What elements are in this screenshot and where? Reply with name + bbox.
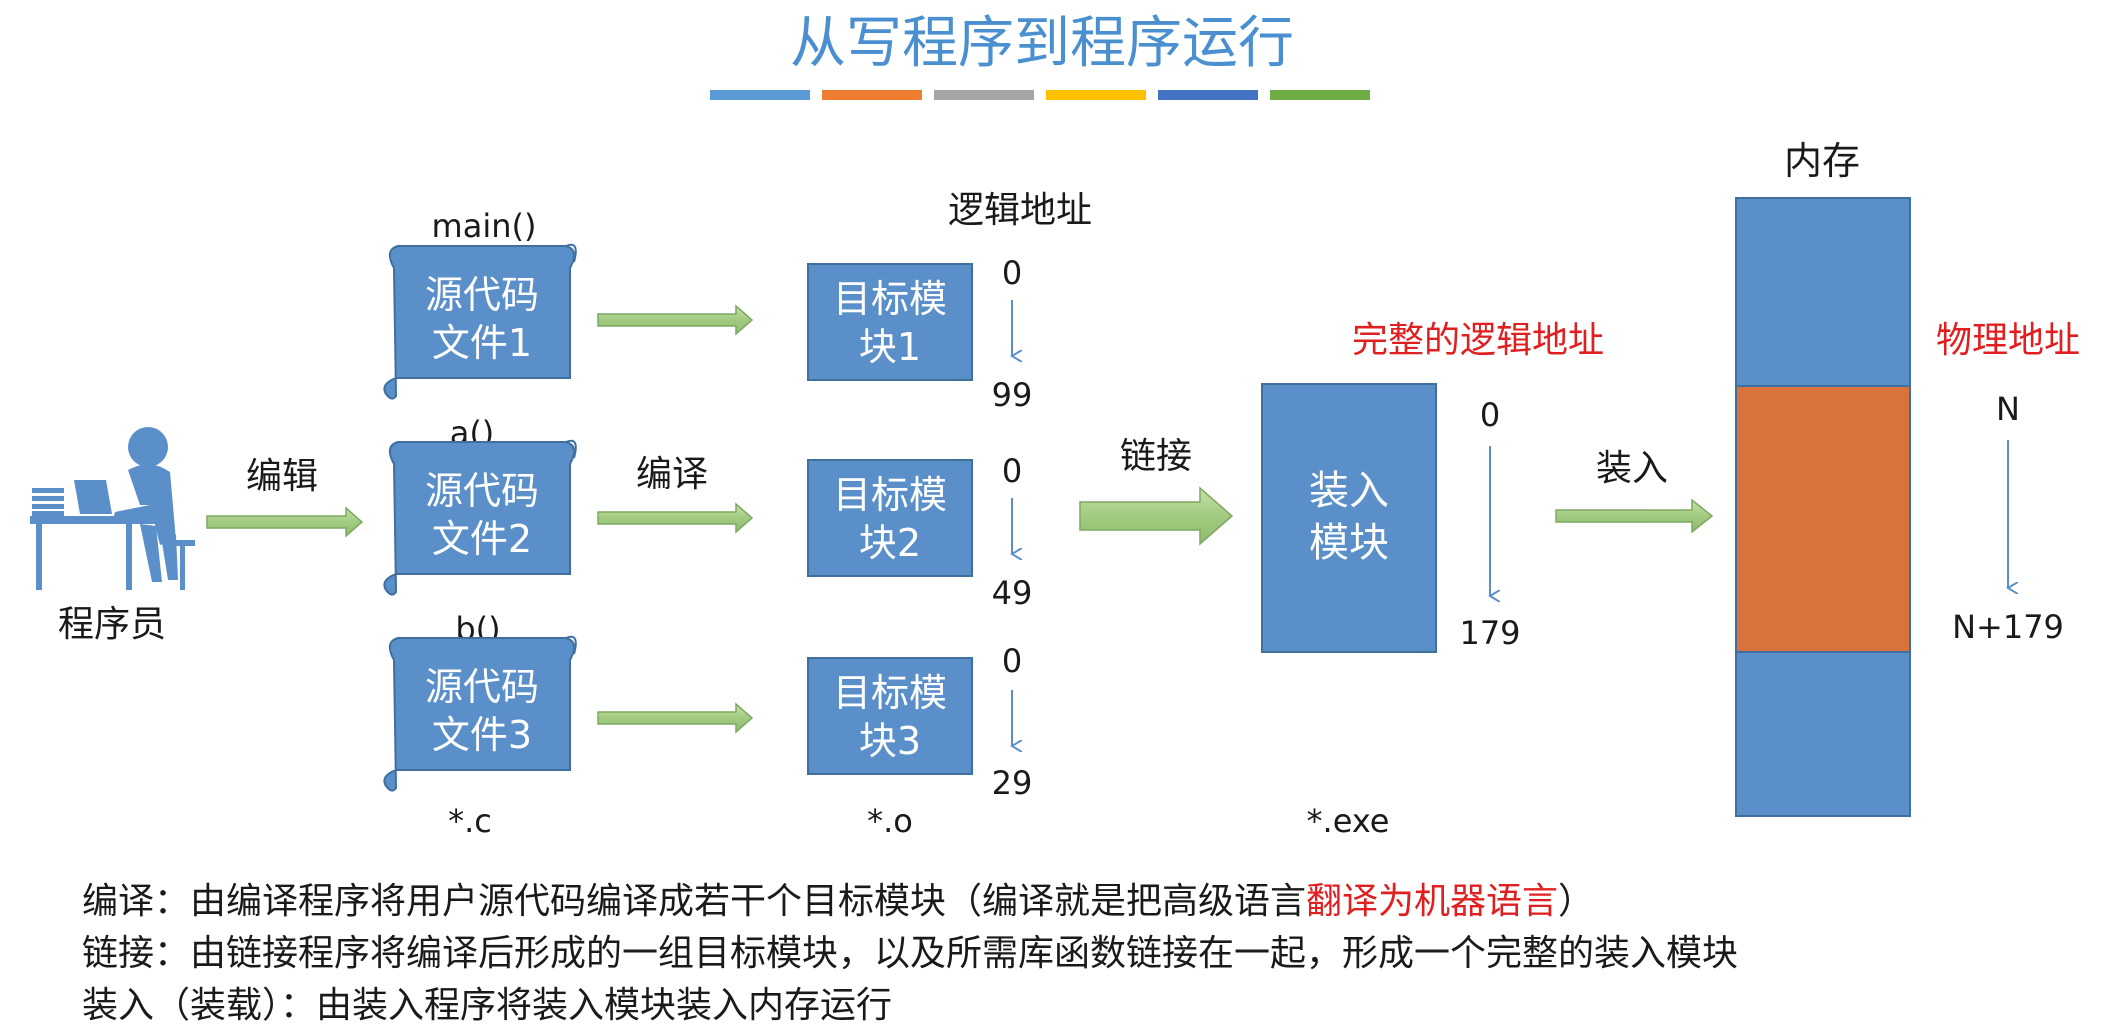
source-file-2-line2: 文件2 bbox=[432, 517, 532, 561]
load-module-end: 179 bbox=[1459, 614, 1520, 652]
object-module-2-line1: 目标模 bbox=[833, 473, 947, 517]
memory-block bbox=[1735, 197, 1911, 817]
edit-label: 编辑 bbox=[246, 456, 318, 497]
source-file-3-scroll bbox=[383, 637, 576, 792]
object-module-3-line1: 目标模 bbox=[833, 671, 947, 715]
source-file-1: main() 源代码 文件1 bbox=[383, 207, 577, 400]
notes: 编译：由编译程序将用户源代码编译成若干个目标模块（编译就是把高级语言翻译为机器语… bbox=[82, 876, 2062, 1032]
ext-c-label: *.c bbox=[448, 802, 492, 840]
ext-o-label: *.o bbox=[867, 802, 913, 840]
object-module-2-line2: 块2 bbox=[859, 521, 921, 565]
physical-address-label: 物理地址 bbox=[1936, 320, 2080, 361]
memory-top-region bbox=[1735, 197, 1911, 387]
title-bar-4 bbox=[1046, 90, 1146, 100]
ext-exe-label: *.exe bbox=[1307, 802, 1390, 840]
note-compile: 编译：由编译程序将用户源代码编译成若干个目标模块（编译就是把高级语言翻译为机器语… bbox=[82, 876, 2062, 928]
compile-arrow-3 bbox=[597, 702, 754, 734]
note-load: 装入（装载）：由装入程序将装入模块装入内存运行 bbox=[82, 985, 893, 1026]
object-module-3-box bbox=[807, 657, 973, 775]
edit-arrow bbox=[206, 506, 364, 538]
note-link: 链接：由链接程序将编译后形成的一组目标模块，以及所需库函数链接在一起，形成一个完… bbox=[82, 933, 1739, 974]
title-bar-6 bbox=[1270, 90, 1370, 100]
object-module-2-start: 0 bbox=[1002, 452, 1022, 490]
source-file-1-line2: 文件1 bbox=[432, 321, 532, 365]
memory-bottom-region bbox=[1735, 651, 1911, 817]
object-module-1-box bbox=[807, 263, 973, 381]
object-module-1-end: 99 bbox=[992, 376, 1033, 414]
note-compile-highlight: 翻译为机器语言 bbox=[1306, 881, 1559, 922]
source-file-3-line2: 文件3 bbox=[432, 713, 532, 757]
memory-loaded-region bbox=[1735, 385, 1911, 653]
title-bar-5 bbox=[1158, 90, 1258, 100]
note-compile-suffix: ） bbox=[1558, 881, 1595, 922]
object-module-3-line2: 块3 bbox=[859, 719, 921, 763]
programmer-label: 程序员 bbox=[58, 604, 166, 645]
load-module-line2: 模块 bbox=[1309, 520, 1389, 566]
object-module-1-line1: 目标模 bbox=[833, 277, 947, 321]
source-file-2: a() 源代码 文件2 bbox=[383, 414, 577, 596]
object-module-2: 目标模 块2 0 49 bbox=[807, 452, 1033, 612]
object-module-1-start: 0 bbox=[1002, 254, 1022, 292]
load-module-box bbox=[1261, 383, 1437, 653]
compile-arrow-1 bbox=[597, 304, 754, 336]
source-file-2-scroll bbox=[383, 441, 576, 596]
object-module-1-line2: 块1 bbox=[859, 325, 921, 369]
load-label: 装入 bbox=[1596, 448, 1668, 489]
object-module-2-box bbox=[807, 459, 973, 577]
load-module-line1: 装入 bbox=[1309, 468, 1389, 514]
link-arrow bbox=[1079, 486, 1234, 546]
source-file-1-line1: 源代码 bbox=[425, 273, 539, 317]
source-file-3-line1: 源代码 bbox=[425, 665, 539, 709]
physical-start: N bbox=[1996, 390, 2020, 428]
source-file-3: b() 源代码 文件3 bbox=[383, 610, 577, 792]
source-file-1-func: main() bbox=[432, 207, 537, 245]
memory-label: 内存 bbox=[1784, 139, 1860, 183]
title-color-bar bbox=[710, 90, 1370, 100]
source-file-1-scroll bbox=[383, 245, 576, 400]
compile-arrow-2 bbox=[597, 502, 754, 534]
note-compile-prefix: 编译：由编译程序将用户源代码编译成若干个目标模块（编译就是把高级语言 bbox=[82, 881, 1307, 922]
load-module: 装入 模块 0 179 bbox=[1261, 383, 1521, 653]
compile-label: 编译 bbox=[636, 454, 708, 495]
object-module-2-end: 49 bbox=[992, 574, 1033, 612]
object-module-3: 目标模 块3 0 29 bbox=[807, 642, 1033, 802]
physical-end: N+179 bbox=[1952, 608, 2064, 646]
object-module-3-start: 0 bbox=[1002, 642, 1022, 680]
load-module-start: 0 bbox=[1480, 396, 1500, 434]
logical-address-label: 逻辑地址 bbox=[948, 190, 1092, 231]
programmer-icon bbox=[30, 427, 195, 590]
complete-logical-address-label: 完整的逻辑地址 bbox=[1352, 320, 1604, 361]
title-bar-3 bbox=[934, 90, 1034, 100]
load-arrow bbox=[1555, 498, 1714, 534]
source-file-2-line1: 源代码 bbox=[425, 469, 539, 513]
title-bar-2 bbox=[822, 90, 922, 100]
link-label: 链接 bbox=[1120, 436, 1192, 477]
page-title: 从写程序到程序运行 bbox=[790, 11, 1294, 76]
title-bar-1 bbox=[710, 90, 810, 100]
object-module-1: 目标模 块1 0 99 bbox=[807, 254, 1033, 414]
object-module-3-end: 29 bbox=[992, 764, 1033, 802]
